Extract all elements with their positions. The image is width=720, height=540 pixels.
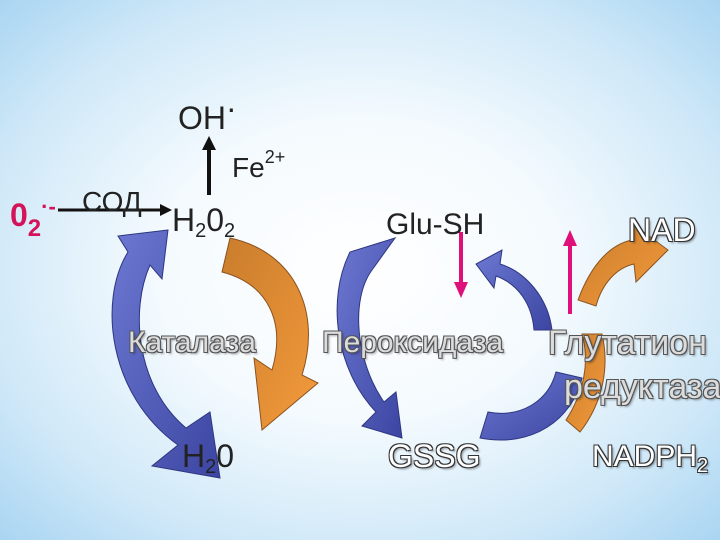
nad-label: NAD xyxy=(628,212,696,248)
glutathione-reductase-line2: редуктаза xyxy=(564,368,720,406)
glutathione-reduced-label: Glu-SH xyxy=(386,208,485,241)
superoxide-label: 02·- xyxy=(10,194,56,242)
nadph-label: NADPH2 xyxy=(592,440,709,477)
sod-enzyme-label: СОД xyxy=(82,186,142,217)
reductase-orange-arrow-2 xyxy=(565,333,606,433)
glutathione-oxidized-label: GSSG xyxy=(388,438,481,474)
catalase-blue-arrow xyxy=(111,229,221,479)
water-label: H20 xyxy=(182,438,235,478)
magenta-down-head xyxy=(454,282,468,298)
peroxidase-enzyme-label: Пероксидаза xyxy=(322,326,504,359)
glutathione-reductase-line1: Глутатион xyxy=(548,324,707,362)
hydroxyl-radical-label: OH· xyxy=(178,90,237,136)
iron-ion-label: Fe2+ xyxy=(232,147,286,183)
magenta-up-head xyxy=(563,230,577,246)
peroxidase-blue-arrow-2 xyxy=(479,371,583,441)
catalase-enzyme-label: Каталаза xyxy=(128,326,256,359)
fenton-arrow-head xyxy=(202,136,216,150)
peroxidase-blue-arrow xyxy=(336,237,403,439)
catalase-orange-arrow xyxy=(221,237,319,431)
sod-arrow-head xyxy=(160,204,172,216)
hydrogen-peroxide-label: H202 xyxy=(172,202,236,242)
glutathione-blue-arrow xyxy=(475,249,553,331)
reductase-orange-arrow xyxy=(577,220,669,307)
